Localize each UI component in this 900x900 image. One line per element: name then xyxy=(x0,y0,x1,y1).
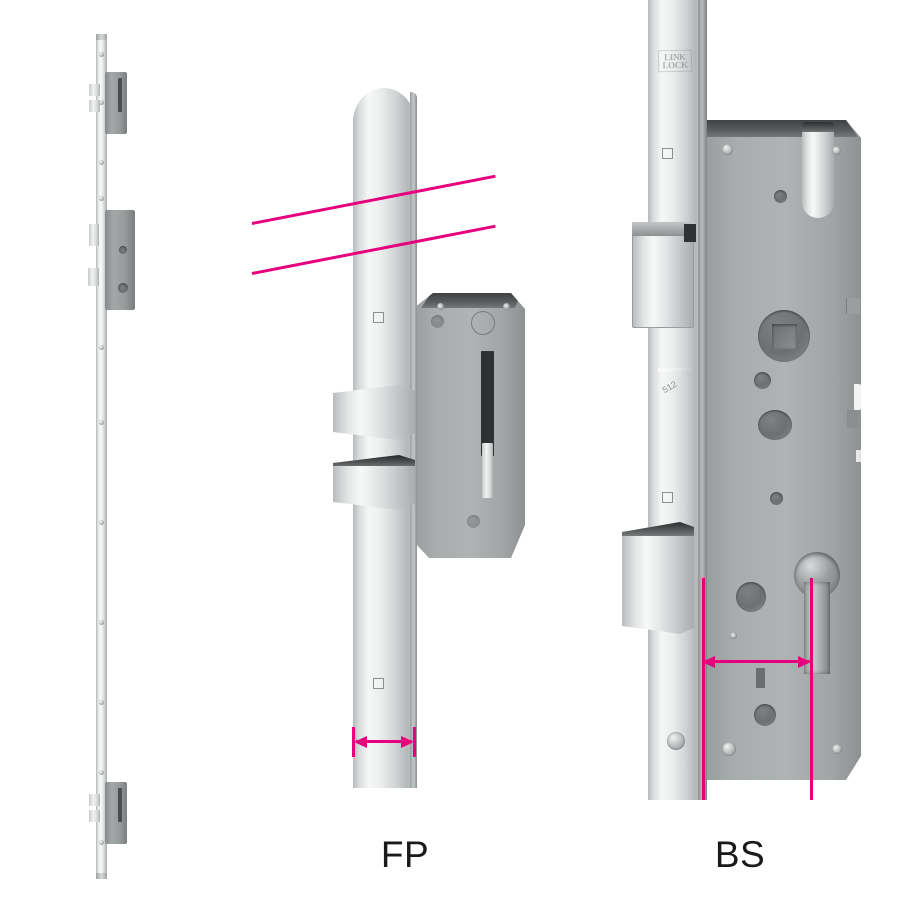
centre-deadbolt xyxy=(89,224,99,246)
top-hook-pin-cap xyxy=(802,122,834,132)
fp-dimension-line xyxy=(356,740,412,743)
centre-cylinder-hole xyxy=(118,283,128,293)
case-slot xyxy=(756,668,765,688)
case-hole xyxy=(467,515,480,528)
deadbolt-corner xyxy=(684,308,696,326)
faceplate-cutout xyxy=(373,312,384,323)
bottom-locking-slot xyxy=(118,788,122,822)
case-internal-bolt xyxy=(482,443,493,498)
hook-bolt-lower-top xyxy=(333,455,415,466)
top-hook-pin xyxy=(802,122,834,218)
centre-gearbox-case xyxy=(105,210,135,310)
faceplate-cutout xyxy=(662,148,673,159)
bottom-hook-bolt xyxy=(89,794,100,806)
centre-spindle-hole xyxy=(119,246,127,254)
deadbolt-top xyxy=(632,222,694,236)
hook-bolt-upper xyxy=(333,385,415,440)
rail-screw xyxy=(99,420,104,425)
rail-top-cap xyxy=(96,34,107,40)
faceplate-edge xyxy=(410,92,417,788)
deadbolt xyxy=(632,222,694,328)
faceplate-cutout xyxy=(373,678,384,689)
top-hook-bolt xyxy=(89,100,100,112)
centre-latch xyxy=(88,268,99,286)
top-locking-case xyxy=(105,72,127,134)
faceplate xyxy=(648,0,702,800)
top-locking-slot xyxy=(118,78,122,112)
rail-screw xyxy=(99,196,104,201)
rail-screw xyxy=(99,520,104,525)
bs-extension-line-right xyxy=(810,578,813,800)
bs-extension-line-left xyxy=(702,578,705,800)
rail-bottom-cap xyxy=(96,873,107,879)
faceplate-screw xyxy=(667,732,685,750)
top-hook-bolt xyxy=(89,84,100,96)
fp-arrow-left xyxy=(354,735,367,748)
bs-dimension-label: BS 45mm xyxy=(610,798,870,900)
case-screw xyxy=(722,742,736,756)
rail-screw xyxy=(99,100,104,105)
view-lock-case-detail: LINK LOCK 512 BS 45mm xyxy=(610,0,900,900)
view-faceplate-detail: FP 20mm xyxy=(251,0,580,900)
case-edge-nib xyxy=(854,384,861,410)
case-hole xyxy=(774,190,787,203)
lock-case xyxy=(706,120,861,780)
bottom-locking-case xyxy=(105,782,127,844)
case-hole xyxy=(754,704,776,726)
fp-code: FP xyxy=(380,833,430,875)
rail-screw xyxy=(99,770,104,775)
case-hole xyxy=(754,372,771,389)
latch-bolt xyxy=(622,522,694,634)
case-hole xyxy=(770,492,783,505)
view-full-length-lock xyxy=(0,0,230,900)
rail-screw xyxy=(99,345,104,350)
rail-screw xyxy=(99,620,104,625)
faceplate-rail xyxy=(96,34,107,879)
faceplate-edge xyxy=(698,0,707,800)
square-spindle-hole xyxy=(772,324,797,349)
case-screw xyxy=(832,744,842,754)
case-screw xyxy=(730,632,737,639)
rail-screw xyxy=(99,700,104,705)
rail-screw xyxy=(99,52,104,57)
case-ring xyxy=(471,311,495,335)
deadbolt-corner xyxy=(684,224,696,242)
lock-case-body xyxy=(415,293,525,558)
case-hole xyxy=(736,582,766,612)
bs-code: BS xyxy=(714,833,766,875)
case-screw xyxy=(437,303,444,310)
case-edge-nib xyxy=(856,450,861,462)
fp-arrow-right xyxy=(401,735,414,748)
case-hole xyxy=(431,315,444,328)
case-screw xyxy=(832,146,841,155)
brand-logo-stamp: LINK LOCK xyxy=(657,49,693,73)
case-notch xyxy=(847,410,858,428)
fp-tick-right xyxy=(413,727,416,757)
bs-arrow-right xyxy=(798,655,811,668)
case-screw xyxy=(722,144,733,155)
faceplate-cutout xyxy=(662,492,673,503)
case-notch xyxy=(846,298,860,314)
bs-dimension-line xyxy=(706,660,810,663)
case-screw xyxy=(503,303,510,310)
bottom-hook-bolt xyxy=(89,810,100,822)
bs-arrow-left xyxy=(702,655,715,668)
case-bolt-slot xyxy=(481,351,494,456)
rail-screw xyxy=(99,160,104,165)
fp-dimension-label: FP 20mm xyxy=(300,798,510,900)
fp-tick-left xyxy=(352,727,355,757)
rail-screw xyxy=(99,840,104,845)
case-hole xyxy=(758,410,792,440)
